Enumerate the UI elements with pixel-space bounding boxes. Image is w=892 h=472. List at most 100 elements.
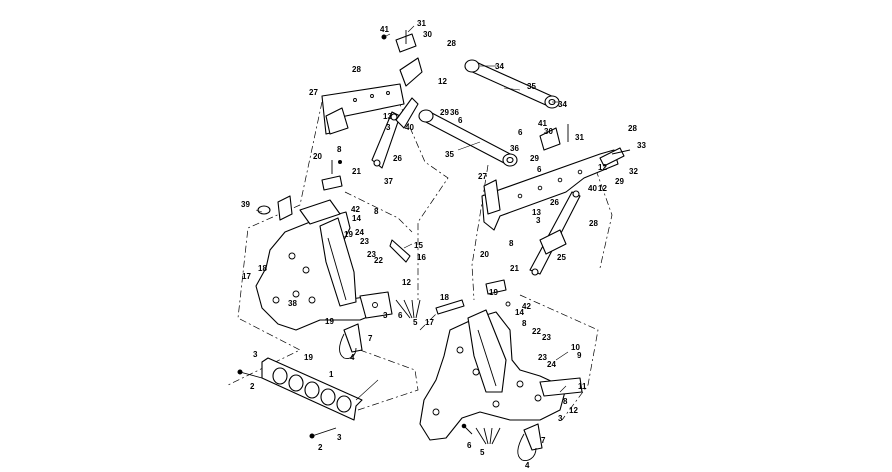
callout-15: 15	[414, 241, 423, 250]
right-pivot-arm	[529, 190, 581, 276]
callout-10: 10	[571, 343, 580, 352]
callout-42-left: 42	[351, 205, 360, 214]
callout-28-right: 28	[628, 124, 637, 133]
callout-35-mid: 35	[445, 150, 454, 159]
callout-23-left-b: 23	[367, 250, 376, 259]
callout-25: 25	[557, 253, 566, 262]
left-small-parts	[257, 160, 343, 221]
callout-26-left: 26	[393, 154, 402, 163]
callout-31-top: 31	[417, 19, 426, 28]
callout-3-right: 3	[536, 216, 541, 225]
callout-12-left-low: 12	[402, 278, 411, 287]
callout-8-right-mid: 8	[509, 239, 514, 248]
callout-36-top: 36	[450, 108, 459, 117]
callout-34-top: 34	[495, 62, 504, 71]
callout-8-right-bottom: 8	[563, 397, 568, 406]
callout-12-right-b: 12	[598, 184, 607, 193]
upper-cross-tube	[464, 59, 560, 109]
callout-7-left: 7	[368, 334, 373, 343]
callout-29-top: 29	[440, 108, 449, 117]
callout-6-right-mid: 6	[537, 165, 542, 174]
callout-leader-lines	[255, 25, 569, 401]
callout-6-right: 6	[518, 128, 523, 137]
callout-5-bottom: 5	[480, 448, 485, 457]
callout-31-right: 31	[575, 133, 584, 142]
callout-27-left: 27	[309, 88, 318, 97]
callout-26-right: 26	[550, 198, 559, 207]
perforated-plate	[237, 357, 363, 439]
callout-39: 39	[241, 200, 250, 209]
callout-40-left: 40	[405, 123, 414, 132]
callout-6-bottom: 6	[467, 441, 472, 450]
callout-22-left: 22	[374, 256, 383, 265]
callout-4-bottom: 4	[525, 461, 530, 470]
callout-42-right: 42	[522, 302, 531, 311]
callout-23-left-a: 23	[360, 237, 369, 246]
callout-3-plate-bottom: 3	[337, 433, 342, 442]
callout-28-left: 28	[352, 65, 361, 74]
callout-7-right: 7	[541, 436, 546, 445]
callout-29-right: 29	[530, 154, 539, 163]
callout-21-left: 21	[352, 167, 361, 176]
right-side-frame	[419, 309, 583, 441]
callout-22-right: 22	[532, 327, 541, 336]
callout-12-right: 12	[598, 163, 607, 172]
callout-13-left: 13	[383, 112, 392, 121]
callout-6-left-low: 6	[398, 311, 403, 320]
callout-4-left: 4	[350, 353, 355, 362]
callout-9: 9	[577, 351, 582, 360]
callout-29-right-far: 29	[615, 177, 624, 186]
callout-1: 1	[329, 370, 334, 379]
callout-5-left: 5	[413, 318, 418, 327]
callout-41-right: 41	[538, 119, 547, 128]
callout-3-left-low: 3	[383, 311, 388, 320]
callout-21-right: 21	[510, 264, 519, 273]
callout-34-mid: 34	[558, 100, 567, 109]
callout-16: 16	[417, 253, 426, 262]
callout-17-left: 17	[242, 272, 251, 281]
callout-14-left: 14	[352, 214, 361, 223]
callout-8-left-top: 8	[337, 145, 342, 154]
part-callouts: 31 41 30 28 34 35 28 27 12 29 36 6 34 13…	[241, 19, 646, 470]
callout-8-right-low: 8	[522, 319, 527, 328]
left-side-frame	[255, 199, 381, 331]
callout-24-right: 24	[547, 360, 556, 369]
callout-19-left-upper: 19	[344, 230, 353, 239]
callout-18-right: 18	[440, 293, 449, 302]
callout-37: 37	[384, 177, 393, 186]
callout-11: 11	[578, 382, 587, 391]
callout-35-top: 35	[527, 82, 536, 91]
callout-24-left: 24	[355, 228, 364, 237]
left-pivot-arm	[371, 97, 419, 169]
callout-3-left: 3	[386, 123, 391, 132]
callout-3-right-bottom: 3	[558, 414, 563, 423]
lower-cross-tube	[418, 109, 518, 167]
callout-14-right: 14	[515, 308, 524, 317]
callout-19-right-upper: 19	[489, 288, 498, 297]
callout-27-right: 27	[478, 172, 487, 181]
callout-23-right-b: 23	[538, 353, 547, 362]
callout-30-right: 30	[544, 127, 553, 136]
right-small-parts	[435, 279, 511, 315]
callout-2-bottom: 2	[318, 443, 323, 452]
callout-6-top: 6	[458, 116, 463, 125]
callout-30-top: 30	[423, 30, 432, 39]
callout-32: 32	[629, 167, 638, 176]
callout-2-left: 2	[250, 382, 255, 391]
callout-17-right: 17	[425, 318, 434, 327]
callout-28-right-low: 28	[589, 219, 598, 228]
callout-8-left-mid: 8	[374, 207, 379, 216]
callout-23-right-a: 23	[542, 333, 551, 342]
callout-19-plate: 19	[304, 353, 313, 362]
right-upper-bracket	[481, 124, 631, 231]
callout-33: 33	[637, 141, 646, 150]
left-lower-parts	[339, 239, 421, 359]
callout-19-left-mid: 19	[325, 317, 334, 326]
callout-18-left: 18	[258, 264, 267, 273]
callout-28-top: 28	[447, 39, 456, 48]
callout-38: 38	[288, 299, 297, 308]
callout-40-right: 40	[588, 184, 597, 193]
callout-20-left: 20	[313, 152, 322, 161]
callout-13-right: 13	[532, 208, 541, 217]
